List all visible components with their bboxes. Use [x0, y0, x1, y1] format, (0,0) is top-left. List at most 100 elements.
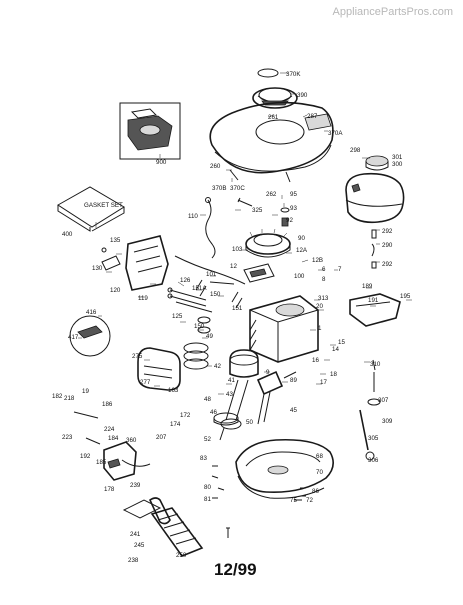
- callout-287: 287: [307, 113, 318, 120]
- base-hardware[interactable]: [211, 465, 306, 538]
- leader-lines: [78, 72, 412, 395]
- engine-inset-box[interactable]: [119, 102, 181, 160]
- callout-103: 103: [232, 246, 243, 253]
- piston-rings[interactable]: [183, 342, 209, 370]
- callout-12b: 12B: [312, 257, 323, 264]
- callout-306: 306: [368, 457, 379, 464]
- callout-49: 49: [206, 333, 213, 340]
- callout-370c: 370C: [230, 185, 245, 192]
- callout-6: 6: [322, 266, 326, 273]
- callout-52: 52: [204, 436, 211, 443]
- callout-126: 126: [180, 277, 191, 284]
- cylinder-head[interactable]: [101, 235, 169, 291]
- control-bracket[interactable]: [349, 293, 401, 327]
- callout-93: 93: [290, 205, 297, 212]
- callout-400: 400: [62, 231, 73, 238]
- callout-305: 305: [368, 435, 379, 442]
- air-cleaner-base[interactable]: [122, 499, 162, 519]
- callout-239: 239: [130, 482, 141, 489]
- callout-262: 262: [266, 191, 277, 198]
- callout-184: 184: [108, 435, 119, 442]
- callout-207: 207: [156, 434, 167, 441]
- callout-298: 298: [350, 147, 361, 154]
- callout-325: 325: [252, 207, 263, 214]
- callout-307: 307: [378, 397, 389, 404]
- engine-block[interactable]: [249, 295, 319, 363]
- callout-195: 195: [400, 293, 411, 300]
- callout-300: 300: [392, 161, 403, 168]
- callout-182: 182: [52, 393, 63, 400]
- callout-178: 178: [104, 486, 115, 493]
- crankshaft[interactable]: [256, 370, 297, 425]
- callout-17: 17: [320, 379, 327, 386]
- callout-89: 89: [290, 377, 297, 384]
- flywheel[interactable]: [245, 207, 291, 258]
- piston[interactable]: [229, 349, 259, 378]
- ignition-armature[interactable]: [243, 263, 275, 283]
- dipstick-assembly[interactable]: [359, 359, 381, 461]
- head-bolts[interactable]: [167, 287, 213, 313]
- callout-360: 360: [126, 437, 137, 444]
- callout-130: 130: [92, 265, 103, 272]
- callout-261: 261: [268, 114, 279, 121]
- callout-135: 135: [110, 237, 121, 244]
- callout-185: 185: [96, 459, 107, 466]
- callout-174: 174: [170, 421, 181, 428]
- callout-417: 417: [68, 334, 79, 341]
- blower-housing[interactable]: [209, 101, 334, 183]
- governor-linkage[interactable]: [174, 255, 246, 285]
- fuel-tank[interactable]: [345, 155, 405, 224]
- callout-100: 100: [294, 273, 305, 280]
- callout-7: 7: [338, 266, 342, 273]
- callout-301: 301: [392, 154, 403, 161]
- callout-416: 416: [86, 309, 97, 316]
- gasket-set-envelope[interactable]: GASKET SET: [57, 186, 125, 232]
- callout-189: 189: [362, 283, 373, 290]
- callout-95: 95: [290, 191, 297, 198]
- callout-172: 172: [180, 412, 191, 419]
- callout-277: 277: [140, 379, 151, 386]
- fuel-line-parts[interactable]: [371, 229, 377, 269]
- callout-370b: 370B: [212, 185, 226, 192]
- callout-250: 250: [176, 552, 187, 559]
- camshaft[interactable]: [213, 412, 239, 441]
- inset-circle-416[interactable]: [69, 315, 111, 357]
- callout-1: 1: [318, 325, 322, 332]
- callout-119: 119: [138, 295, 148, 302]
- callout-43: 43: [226, 391, 233, 398]
- callout-370k: 370K: [286, 71, 301, 78]
- callout-186: 186: [102, 401, 113, 408]
- callout-41: 41: [228, 377, 235, 384]
- ignition-wire[interactable]: [205, 197, 253, 259]
- callout-48: 48: [204, 396, 211, 403]
- muffler[interactable]: [137, 347, 181, 391]
- callout-191: 191: [368, 297, 379, 304]
- air-filter[interactable]: [148, 497, 204, 557]
- callout-18: 18: [330, 371, 337, 378]
- callout-292: 292: [382, 228, 393, 235]
- callout-110: 110: [188, 213, 198, 220]
- callout-151a: 151A: [192, 285, 207, 292]
- callout-90: 90: [298, 235, 305, 242]
- watermark-text: AppliancePartsPros.com: [332, 6, 453, 18]
- callout-19: 19: [82, 388, 89, 395]
- callout-50: 50: [246, 419, 253, 426]
- carburetor[interactable]: [73, 411, 151, 481]
- callout-9: 9: [266, 369, 270, 376]
- callout-241: 241: [130, 531, 141, 538]
- callout-86: 86: [312, 488, 319, 495]
- callout-92: 92: [286, 217, 293, 224]
- callout-290: 290: [382, 242, 393, 249]
- callout-390: 390: [297, 92, 308, 99]
- callout-900: 900: [156, 159, 167, 166]
- callout-245: 245: [134, 542, 145, 549]
- callout-46: 46: [210, 409, 217, 416]
- decal-287: [304, 113, 332, 131]
- callout-80: 80: [204, 484, 211, 491]
- callout-12: 12: [230, 263, 237, 270]
- callout-81: 81: [204, 496, 211, 503]
- engine-sump[interactable]: [235, 438, 334, 499]
- callout-223: 223: [62, 434, 73, 441]
- callout-125: 125: [172, 313, 183, 320]
